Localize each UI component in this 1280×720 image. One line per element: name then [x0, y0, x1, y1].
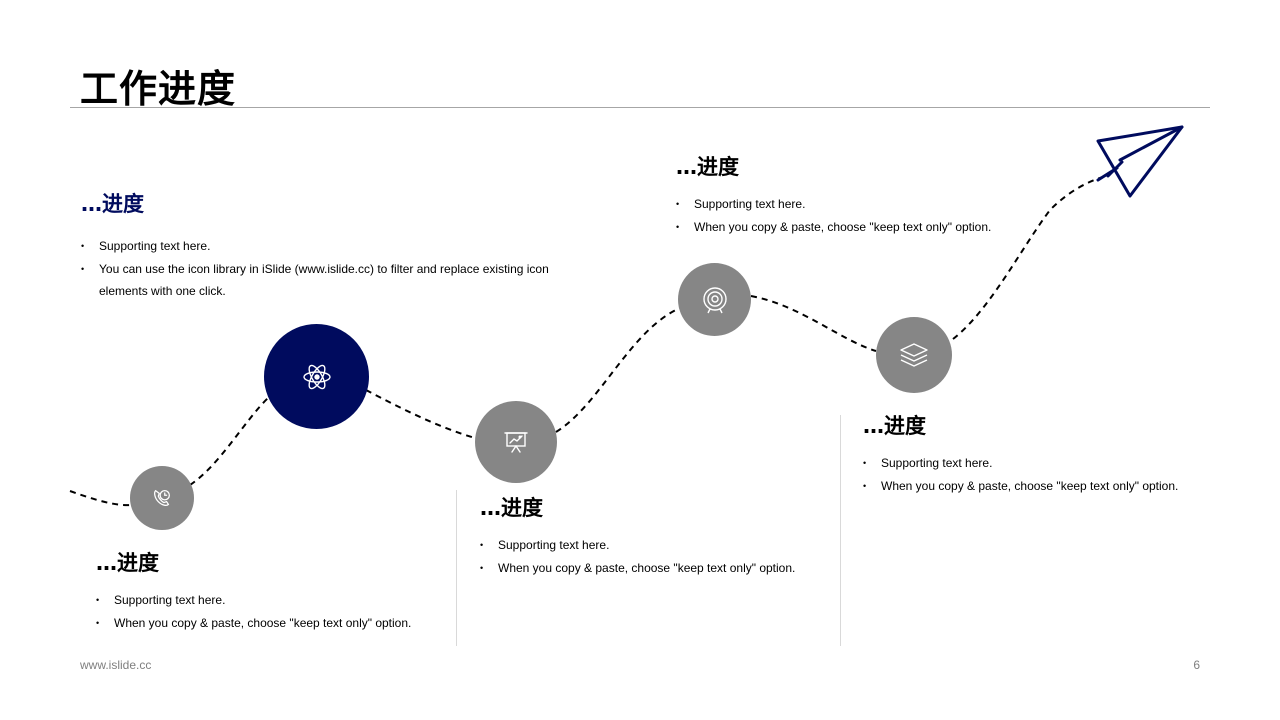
step-1-heading: …进度	[96, 551, 159, 575]
step-5-bullets: Supporting text here. When you copy & pa…	[863, 452, 1223, 497]
bullet: When you copy & paste, choose "keep text…	[480, 557, 830, 580]
step-2-bullets: Supporting text here. You can use the ic…	[81, 235, 551, 303]
step-5-block: …进度 Supporting text here. When you copy …	[863, 410, 1223, 497]
atom-icon	[302, 364, 331, 389]
step-2-heading: …进度	[81, 192, 144, 216]
clock-phone-icon	[154, 489, 170, 506]
bullet: Supporting text here.	[676, 193, 1036, 216]
dashed-path-line	[69, 174, 1111, 507]
step-1-bullets: Supporting text here. When you copy & pa…	[96, 589, 456, 634]
bullet: Supporting text here.	[81, 235, 551, 258]
layers-icon	[900, 343, 928, 367]
step-3-block: …进度 Supporting text here. When you copy …	[480, 492, 830, 579]
column-divider	[840, 415, 841, 646]
footer-url: www.islide.cc	[80, 658, 152, 672]
step-1-block: …进度 Supporting text here. When you copy …	[96, 547, 456, 634]
step-3-node	[475, 401, 557, 483]
page-title: 工作进度	[80, 67, 237, 111]
step-3-heading: …进度	[480, 496, 543, 520]
step-4-block: …进度 Supporting text here. When you copy …	[676, 151, 1036, 238]
bullet: You can use the icon library in iSlide (…	[81, 258, 551, 303]
presentation-board-icon	[504, 432, 528, 453]
title-divider	[70, 107, 1210, 108]
step-2-node	[264, 324, 369, 429]
bullet: Supporting text here.	[480, 534, 830, 557]
paper-plane-icon	[1096, 125, 1184, 198]
step-5-node	[876, 317, 952, 393]
step-1-node	[130, 466, 194, 530]
bullet: When you copy & paste, choose "keep text…	[863, 475, 1223, 498]
step-4-heading: …进度	[676, 155, 739, 179]
step-4-bullets: Supporting text here. When you copy & pa…	[676, 193, 1036, 238]
step-3-bullets: Supporting text here. When you copy & pa…	[480, 534, 830, 579]
bullet: Supporting text here.	[96, 589, 456, 612]
bullet: When you copy & paste, choose "keep text…	[676, 216, 1036, 239]
target-icon	[702, 286, 727, 313]
step-5-heading: …进度	[863, 414, 926, 438]
bullet: Supporting text here.	[863, 452, 1223, 475]
step-4-node	[678, 263, 751, 336]
bullet: When you copy & paste, choose "keep text…	[96, 612, 456, 635]
column-divider	[456, 490, 457, 646]
step-2-block: …进度 Supporting text here. You can use th…	[81, 188, 551, 303]
page-number: 6	[1193, 658, 1200, 672]
